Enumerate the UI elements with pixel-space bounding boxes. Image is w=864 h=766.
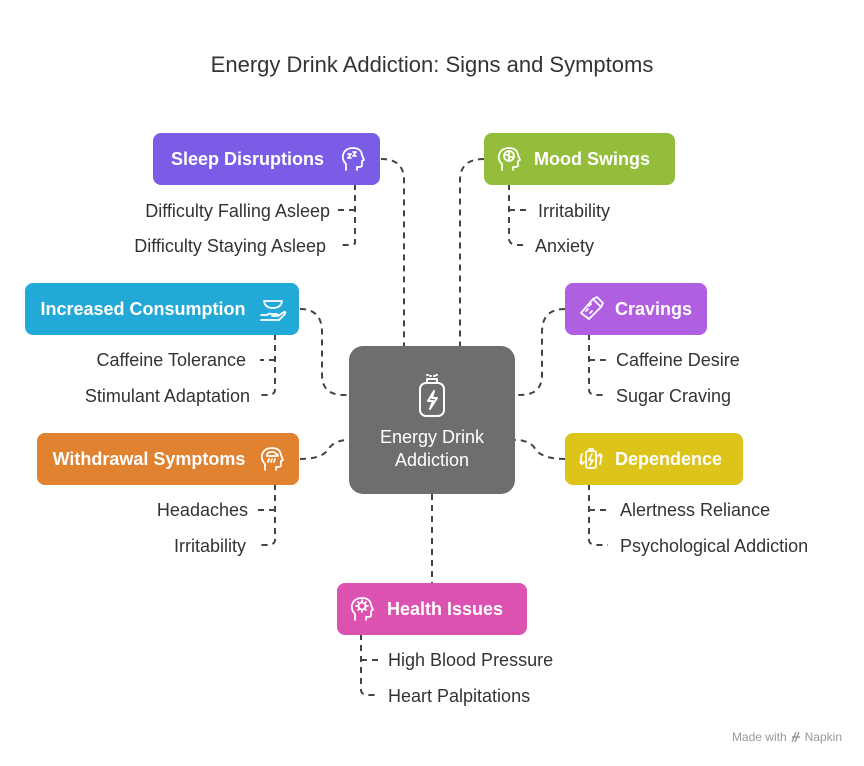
category-label: Cravings — [615, 298, 693, 319]
candy-bar-icon — [577, 295, 605, 323]
list-item: Stimulant Adaptation — [84, 386, 250, 406]
category-increased-consumption[interactable]: Increased Consumption — [25, 283, 299, 335]
rain-head-icon — [259, 445, 287, 473]
made-with-footer[interactable]: Made with Napkin — [732, 730, 842, 744]
category-label: Withdrawal Symptoms — [52, 448, 246, 469]
category-health-issues[interactable]: Health Issues — [337, 583, 527, 635]
list-item: Headaches — [156, 500, 248, 520]
list-item: Difficulty Staying Asleep — [134, 236, 326, 256]
list-item: Irritability — [538, 201, 611, 221]
category-sleep-disruptions[interactable]: Sleep Disruptions — [153, 133, 380, 185]
list-item: Anxiety — [535, 236, 595, 256]
category-withdrawal-symptoms[interactable]: Withdrawal Symptoms — [37, 433, 299, 485]
sleep-head-icon — [340, 145, 368, 173]
list-item: Caffeine Tolerance — [96, 350, 246, 370]
category-label: Mood Swings — [534, 148, 650, 169]
category-label: Sleep Disruptions — [170, 148, 325, 169]
napkin-logo-icon — [790, 731, 801, 743]
list-item: Heart Palpitations — [388, 686, 531, 706]
list-item: Difficulty Falling Asleep — [145, 201, 330, 221]
energy-can-icon — [417, 374, 447, 418]
category-mood-swings[interactable]: Mood Swings — [484, 133, 675, 185]
list-item: High Blood Pressure — [388, 650, 554, 670]
footer-text: Made with — [731, 730, 787, 744]
category-cravings[interactable]: Cravings — [565, 283, 707, 335]
list-item: Caffeine Desire — [616, 350, 740, 370]
list-item: Psychological Addiction — [620, 536, 809, 556]
list-item: Irritability — [173, 536, 246, 556]
center-label-line2: Addiction — [394, 450, 470, 470]
center-label-line1: Energy Drink — [379, 427, 485, 447]
brain-head-icon — [496, 145, 524, 173]
category-label: Health Issues — [387, 598, 504, 619]
category-label: Increased Consumption — [40, 298, 246, 319]
virus-head-icon — [349, 595, 377, 623]
bowl-hand-icon — [259, 295, 287, 323]
category-dependence[interactable]: Dependence — [565, 433, 743, 485]
list-item: Alertness Reliance — [620, 500, 771, 520]
list-item: Sugar Craving — [616, 386, 732, 406]
category-label: Dependence — [615, 448, 723, 469]
diagram-title: Energy Drink Addiction: Signs and Sympto… — [210, 52, 654, 77]
center-node: Energy Drink Addiction — [349, 346, 515, 494]
battery-cycle-icon — [577, 445, 605, 473]
footer-brand: Napkin — [804, 730, 842, 744]
